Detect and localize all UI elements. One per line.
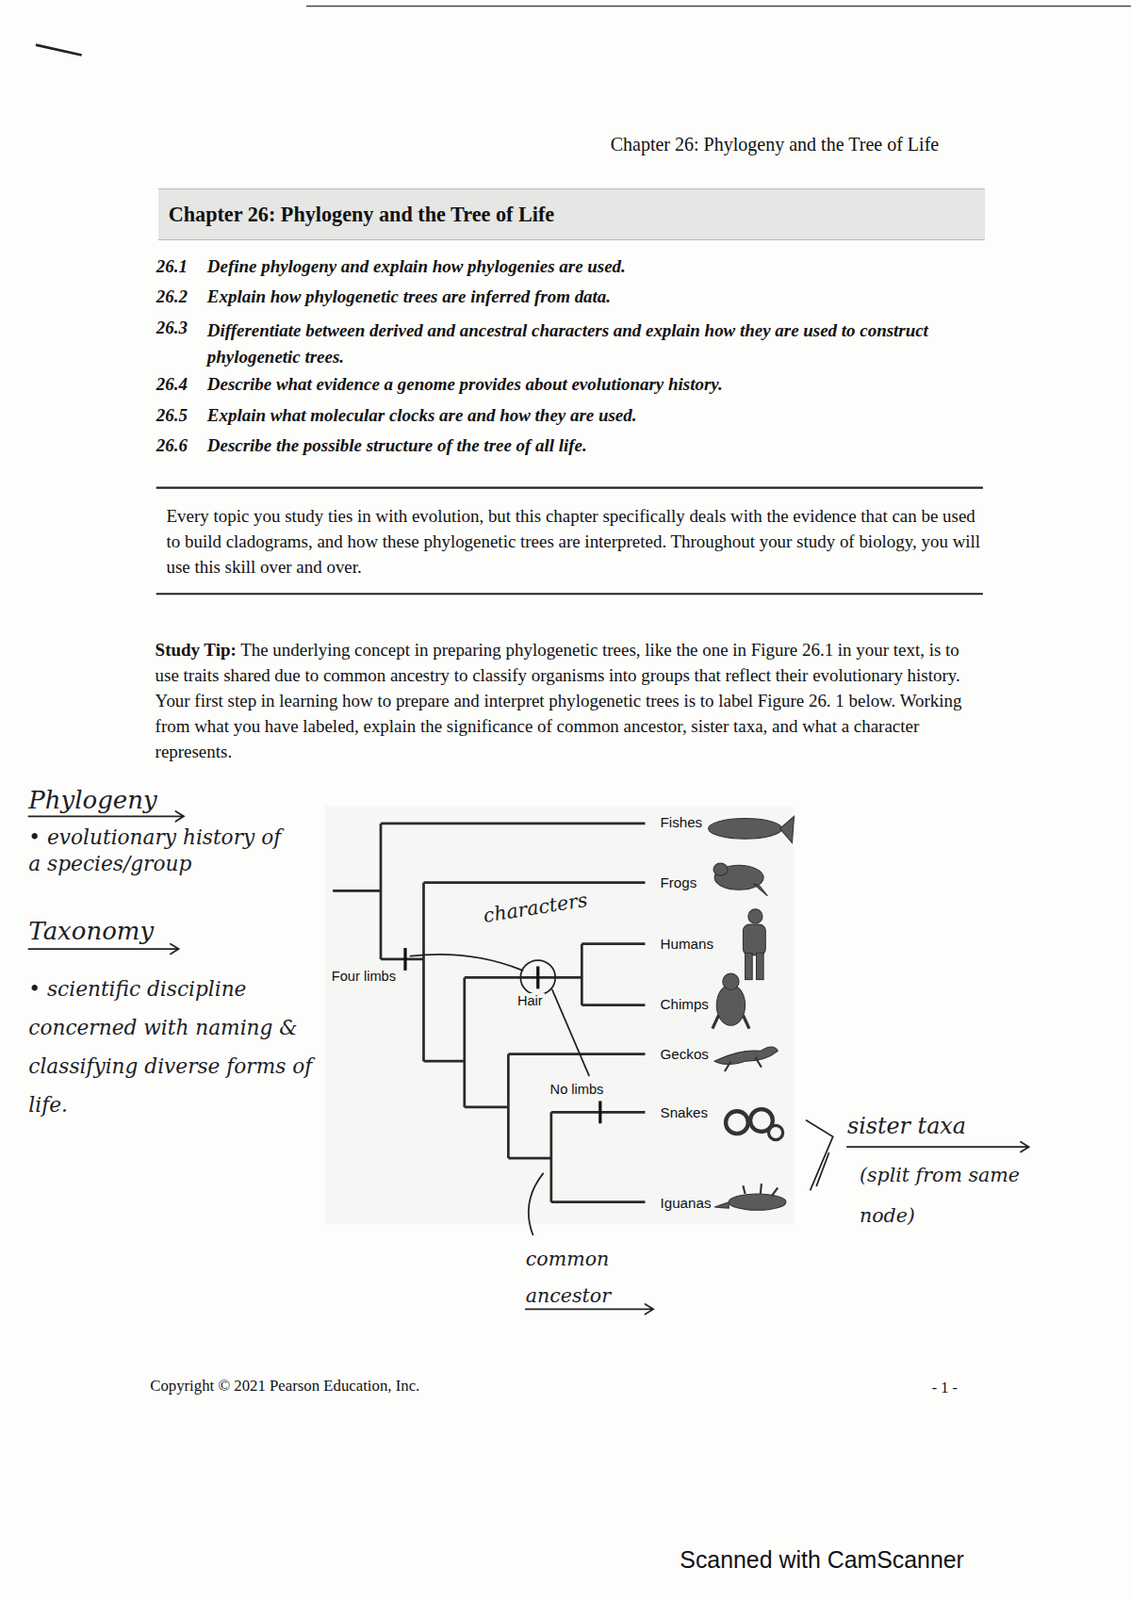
objective-text-block: Describe what evidence a genome provides…	[207, 374, 994, 396]
character-label: No limbs	[548, 1081, 607, 1098]
taxon-label: Geckos	[658, 1046, 711, 1063]
bracket-mark	[806, 1120, 834, 1191]
handwritten-term: Taxonomy	[28, 917, 154, 946]
taxon-label-block: Geckos	[658, 1046, 711, 1064]
handwritten-term-block: sister taxa	[847, 1113, 967, 1141]
animal-pictures	[708, 816, 795, 1211]
objective-number: 26.1	[156, 256, 188, 277]
objective-number: 26.6	[156, 435, 188, 456]
intro-paragraph-block: Every topic you study ties in with evolu…	[166, 503, 989, 580]
objective-text-block: Differentiate between derived and ancest…	[207, 317, 994, 371]
rule	[156, 487, 984, 490]
handwritten-term-block: common ancestor	[525, 1241, 649, 1315]
objective-text: Explain what molecular clocks are and ho…	[207, 405, 638, 426]
handwritten-term-block: Phylogeny	[28, 786, 157, 816]
objective-text: Define phylogeny and explain how phyloge…	[207, 256, 626, 277]
objective-text-block: Explain what molecular clocks are and ho…	[207, 405, 994, 427]
circle-mark	[520, 960, 556, 996]
handwritten-note-block: • scientific discipline concerned with n…	[28, 969, 320, 1126]
bracket-mark	[528, 1173, 543, 1235]
objective-number: 26.3	[156, 317, 188, 338]
objective-number-block: 26.6	[156, 435, 188, 458]
handwritten-note: • scientific discipline concerned with n…	[28, 977, 312, 1117]
underline-arrow	[847, 1142, 1030, 1153]
leader-line	[409, 954, 523, 971]
objective-text: Explain how phylogenetic trees are infer…	[207, 286, 611, 307]
objective-number: 26.2	[156, 286, 188, 307]
handwritten-note-block: (split from same node)	[859, 1155, 1039, 1238]
character-label: Four limbs	[329, 968, 398, 984]
scanner-watermark: Scanned with CamScanner	[679, 1546, 965, 1574]
title-band: Chapter 26: Phylogeny and the Tree of Li…	[158, 188, 985, 240]
taxon-label-block: Fishes	[658, 814, 705, 832]
scanner-watermark-block: Scanned with CamScanner	[679, 1546, 965, 1575]
tree	[332, 823, 645, 1203]
running-header-block: Chapter 26: Phylogeny and the Tree of Li…	[610, 132, 940, 156]
objective-text: Describe the possible structure of the t…	[207, 435, 588, 456]
character-label-block: No limbs	[548, 1081, 607, 1099]
handwritten-term-block: characters	[481, 887, 590, 928]
handwritten-term: sister taxa	[847, 1113, 967, 1140]
handwritten-note-block: • evolutionary history of a species/grou…	[28, 824, 296, 878]
taxon-label: Chimps	[658, 996, 711, 1013]
handwritten-term: Phylogeny	[28, 786, 157, 815]
page-number: - 1 -	[932, 1379, 958, 1397]
underline-arrow	[28, 944, 179, 955]
handwritten-term: common ancestor	[525, 1247, 611, 1308]
intro-paragraph: Every topic you study ties in with evolu…	[166, 506, 982, 577]
objective-text-block: Explain how phylogenetic trees are infer…	[207, 286, 994, 309]
objective-number-block: 26.4	[156, 374, 188, 396]
study-tip-heading-block: Study Tip: The underlying concept in pre…	[155, 637, 988, 765]
character-ticks	[405, 948, 601, 1124]
objective-number: 26.5	[156, 405, 188, 426]
objective-number-block: 26.5	[156, 405, 188, 427]
character-label: Hair	[515, 993, 545, 1009]
handwritten-note: • evolutionary history of a species/grou…	[28, 825, 281, 876]
objective-number-block: 26.1	[156, 256, 188, 279]
taxon-label: Fishes	[658, 814, 705, 831]
handwritten-note: (split from same node)	[859, 1163, 1020, 1228]
taxon-label-block: Frogs	[658, 874, 700, 892]
taxon-label: Frogs	[658, 874, 700, 891]
figure-ground	[324, 805, 794, 1225]
taxon-label-block: Iguanas	[658, 1195, 714, 1213]
handwritten-term-block: Taxonomy	[28, 917, 154, 947]
character-label-block: Four limbs	[329, 968, 398, 986]
objective-text: Differentiate between derived and ancest…	[207, 320, 929, 367]
taxon-label: Snakes	[658, 1104, 711, 1121]
taxon-label: Humans	[658, 935, 716, 952]
objective-text: Describe what evidence a genome provides…	[207, 374, 723, 394]
bracket-mark	[816, 1153, 829, 1187]
study-tip-text: The underlying concept in preparing phyl…	[155, 639, 963, 762]
taxon-label-block: Snakes	[658, 1104, 711, 1122]
objective-text-block: Define phylogeny and explain how phyloge…	[207, 256, 994, 279]
objective-number-block: 26.2	[156, 286, 188, 309]
running-header: Chapter 26: Phylogeny and the Tree of Li…	[610, 133, 940, 155]
taxon-label: Iguanas	[658, 1195, 714, 1212]
taxon-label-block: Humans	[658, 935, 716, 953]
rule	[156, 592, 984, 595]
leader-line	[552, 989, 590, 1076]
chapter-title: Chapter 26: Phylogeny and the Tree of Li…	[168, 201, 976, 229]
copyright: Copyright © 2021 Pearson Education, Inc.	[149, 1376, 420, 1395]
taxon-label-block: Chimps	[658, 996, 711, 1014]
handwritten-marks	[28, 811, 1029, 1315]
character-label-block: Hair	[515, 993, 545, 1011]
objective-text-block: Describe the possible structure of the t…	[207, 435, 994, 458]
page-number-block: - 1 -	[932, 1379, 958, 1399]
copyright-block: Copyright © 2021 Pearson Education, Inc.	[149, 1376, 420, 1396]
study-tip-heading: Study Tip:	[155, 639, 237, 660]
objective-number-block: 26.3	[156, 317, 188, 340]
handwritten-term: characters	[481, 887, 590, 927]
pen-mark	[35, 45, 82, 56]
objective-number: 26.4	[156, 374, 188, 394]
scan-edge	[306, 5, 1131, 8]
